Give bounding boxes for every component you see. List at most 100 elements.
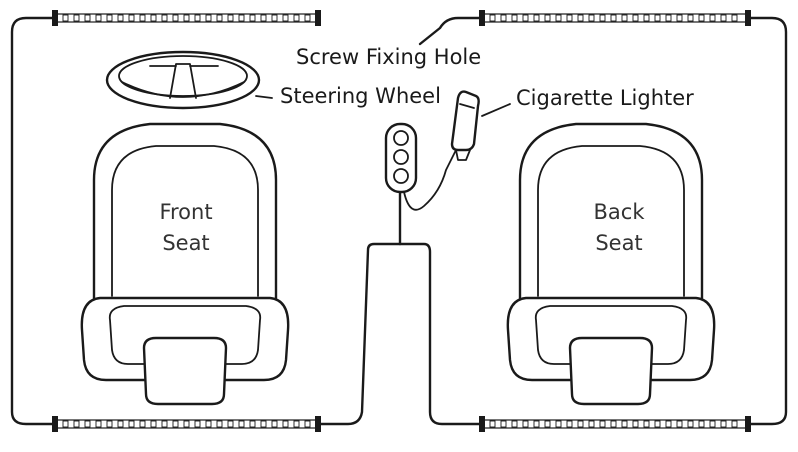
control-box-icon [384, 122, 418, 194]
led-chip [720, 420, 727, 428]
led-chip [117, 14, 124, 22]
led-chip [194, 14, 201, 22]
led-chip [500, 420, 507, 428]
led-chip [161, 420, 168, 428]
led-chip [183, 14, 190, 22]
bottom-right-strip [479, 416, 751, 432]
steering-wheel-icon [105, 50, 273, 110]
strip-end-cap [315, 10, 321, 26]
led-chip [161, 14, 168, 22]
led-chip [106, 14, 113, 22]
led-chip [599, 420, 606, 428]
led-chip [62, 14, 69, 22]
led-chip [566, 420, 573, 428]
led-chip [709, 420, 716, 428]
led-chip [150, 14, 157, 22]
led-chip [260, 14, 267, 22]
led-chip [588, 420, 595, 428]
led-chip [139, 14, 146, 22]
led-chip [665, 14, 672, 22]
led-chip [566, 14, 573, 22]
led-chip [720, 14, 727, 22]
strip-end-cap [745, 10, 751, 26]
back-seat-label-line1: Back [594, 200, 646, 224]
led-chip [260, 420, 267, 428]
led-chip [95, 14, 102, 22]
led-chip [249, 14, 256, 22]
front-seat-label-line2: Seat [162, 231, 209, 255]
led-chip [533, 14, 540, 22]
led-chip [95, 420, 102, 428]
top-right-wire [418, 16, 484, 46]
led-chip [698, 420, 705, 428]
led-chip [577, 420, 584, 428]
led-chip [293, 420, 300, 428]
led-chip [106, 420, 113, 428]
led-chip [522, 420, 529, 428]
top-left-strip [52, 10, 321, 26]
led-chip [271, 420, 278, 428]
led-chip [84, 420, 91, 428]
led-chip [731, 420, 738, 428]
led-chip [522, 14, 529, 22]
led-chip [282, 14, 289, 22]
cigarette-lighter-label: Cigarette Lighter [516, 86, 694, 110]
led-chip [84, 14, 91, 22]
left-loop-wire [10, 16, 57, 426]
led-chip [610, 14, 617, 22]
hub-to-bottom-right-wire [398, 242, 484, 426]
led-chip [73, 420, 80, 428]
led-chip [194, 420, 201, 428]
led-chip [227, 14, 234, 22]
led-chip [117, 420, 124, 428]
strip-end-cap [479, 416, 485, 432]
led-chip [544, 14, 551, 22]
back-seat-label-line2: Seat [595, 231, 642, 255]
top-right-strip [479, 10, 751, 26]
strip-end-cap [745, 416, 751, 432]
bottom-left-strip [52, 416, 321, 432]
led-chip [304, 14, 311, 22]
led-chip [687, 14, 694, 22]
led-chip [599, 14, 606, 22]
led-chip [216, 420, 223, 428]
steering-wheel-label: Steering Wheel [280, 84, 441, 108]
led-chip [282, 420, 289, 428]
screw-fixing-hole-label: Screw Fixing Hole [296, 45, 481, 69]
strip-end-cap [52, 10, 58, 26]
led-chip [665, 420, 672, 428]
led-chip [150, 420, 157, 428]
led-chip [533, 420, 540, 428]
led-chip [304, 420, 311, 428]
led-chip [293, 14, 300, 22]
led-chip [621, 14, 628, 22]
strip-end-cap [315, 416, 321, 432]
led-chip [489, 420, 496, 428]
led-chip [632, 14, 639, 22]
led-chip [205, 14, 212, 22]
led-chip [698, 14, 705, 22]
led-chip [128, 14, 135, 22]
front-seat-icon [80, 122, 290, 406]
led-chip [172, 14, 179, 22]
led-chip [643, 14, 650, 22]
led-chip [500, 14, 507, 22]
front-seat-label-line1: Front [159, 200, 212, 224]
led-chip [555, 420, 562, 428]
led-chip [489, 14, 496, 22]
led-chip [577, 14, 584, 22]
strip-end-cap [52, 416, 58, 432]
cigarette-lighter-icon [450, 90, 511, 161]
led-chip [238, 14, 245, 22]
led-chip [172, 420, 179, 428]
led-chip [238, 420, 245, 428]
led-chip [227, 420, 234, 428]
back-seat-icon [506, 122, 716, 406]
led-chip [511, 14, 518, 22]
led-chip [511, 420, 518, 428]
led-chip [709, 14, 716, 22]
led-chip [555, 14, 562, 22]
wiring [10, 16, 788, 426]
led-chip [544, 420, 551, 428]
